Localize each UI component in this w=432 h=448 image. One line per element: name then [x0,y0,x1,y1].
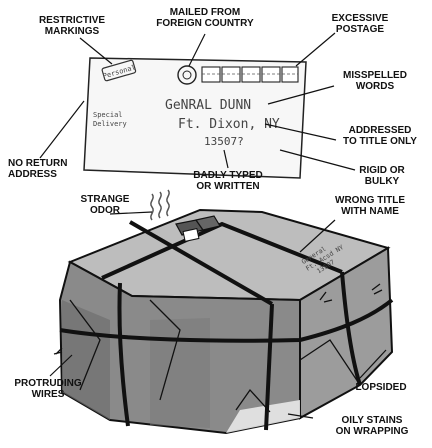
odor-lines [151,190,169,220]
postage-stamps [202,67,298,82]
label-protruding-wires: PROTRUDING WIRES [8,378,88,400]
label-restrictive-markings: RESTRICTIVE MARKINGS [22,15,122,37]
address-line1: GeNRAL DUNN [165,98,251,113]
label-strange-odor: STRANGE ODOR [70,194,140,216]
label-lopsided: LOPSIDED [346,382,416,393]
address-line3: 13507? [204,135,244,148]
label-oily-stains-on-wrapping: OILY STAINS ON WRAPPING [320,415,424,437]
label-no-return-address: NO RETURN ADDRESS [8,158,88,180]
envelope: Personal Special Delivery GeNRAL DUNN Ft… [84,58,306,178]
special-delivery-line2: Delivery [93,120,127,128]
label-rigid-or-bulky: RIGID OR BULKY [342,165,422,187]
label-mailed-from-foreign-country: MAILED FROM FOREIGN COUNTRY [145,7,265,29]
special-delivery-line1: Special [93,111,123,119]
label-addressed-to-title-only: ADDRESSED TO TITLE ONLY [328,125,432,147]
label-excessive-postage: EXCESSIVE POSTAGE [315,13,405,35]
package: General Ft. Acsd NY 13507 [54,190,392,433]
label-badly-typed-or-written: BADLY TYPED OR WRITTEN [178,170,278,192]
label-wrong-title-with-name: WRONG TITLE WITH NAME [320,195,420,217]
label-misspelled-words: MISSPELLED WORDS [330,70,420,92]
address-line2: Ft. Dixon, NY [178,117,280,132]
